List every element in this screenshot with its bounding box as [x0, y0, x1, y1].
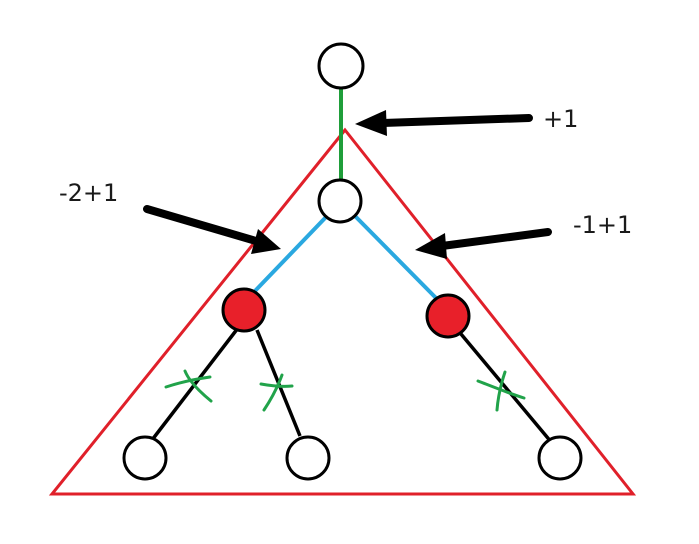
arrow-right: [415, 228, 552, 259]
left-red-node: [221, 287, 267, 333]
child-node: [317, 178, 363, 224]
right-red-node: [425, 293, 471, 339]
arrow-top: [355, 110, 533, 136]
root-node: [317, 42, 365, 90]
edge-right-red-to-leaf-3: [459, 332, 554, 445]
cross-mark-1: [164, 369, 213, 403]
edge-child-to-left-red: [252, 214, 329, 294]
label-top: +1: [543, 105, 578, 133]
leaf-node-3: [537, 435, 583, 481]
cross-mark-3: [476, 370, 526, 412]
edge-child-to-right-red: [353, 214, 438, 300]
label-right: -1+1: [573, 211, 632, 239]
red-triangle-outline: [48, 127, 637, 496]
label-left: -2+1: [59, 179, 118, 207]
cross-mark-2: [259, 373, 294, 412]
leaf-node-1: [122, 435, 168, 481]
arrow-left: [143, 205, 281, 254]
leaf-node-2: [285, 435, 331, 481]
